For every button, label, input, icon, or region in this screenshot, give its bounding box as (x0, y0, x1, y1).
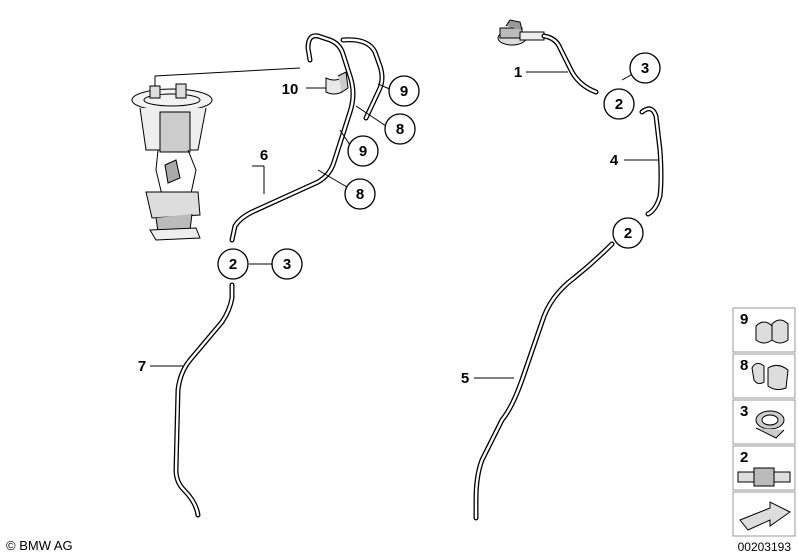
callout-3-right: 3 (629, 52, 661, 84)
document-id: 00203193 (737, 540, 791, 554)
callout-9-lower: 9 (347, 135, 379, 167)
svg-text:9: 9 (359, 143, 367, 160)
svg-text:2: 2 (624, 225, 632, 242)
leader-lines (150, 69, 658, 379)
connector-icon (737, 467, 791, 487)
clip-10 (325, 71, 349, 95)
label-1: 1 (514, 64, 522, 81)
svg-text:8: 8 (356, 186, 364, 203)
hose-4 (639, 106, 664, 217)
label-5: 5 (461, 370, 469, 387)
pump-leader (154, 67, 301, 86)
callout-8-lower: 8 (344, 178, 376, 210)
callout-2-right-lower: 2 (612, 217, 644, 249)
hose-8 (340, 37, 385, 121)
label-6: 6 (260, 147, 268, 164)
svg-text:8: 8 (740, 357, 748, 374)
label-10: 10 (282, 81, 299, 98)
valve-part-1 (497, 19, 545, 46)
legend-item-3: 3 (732, 399, 796, 445)
callout-3-left: 3 (271, 248, 303, 280)
hose-5 (473, 241, 615, 521)
copyright: © BMW AG (6, 538, 73, 553)
clip-double-icon (755, 319, 789, 344)
clip-single-icon (751, 362, 789, 391)
svg-text:2: 2 (229, 256, 237, 273)
svg-text:9: 9 (740, 311, 748, 328)
fuel-pump-assembly (131, 83, 213, 241)
svg-text:3: 3 (283, 256, 291, 273)
legend-item-8: 8 (732, 353, 796, 399)
hose-7 (173, 282, 235, 518)
legend-footer-box (732, 491, 796, 537)
legend-item-9: 9 (732, 307, 796, 353)
callout-8-upper: 8 (384, 113, 416, 145)
svg-text:8: 8 (396, 121, 404, 138)
hose-clamp-icon (755, 410, 785, 439)
label-7: 7 (138, 358, 146, 375)
callout-9-upper: 9 (388, 75, 420, 107)
svg-text:2: 2 (615, 96, 623, 113)
legend-item-2: 2 (732, 445, 796, 491)
hose-1 (541, 33, 599, 95)
callout-2-right-upper: 2 (603, 88, 635, 120)
callout-2-left: 2 (217, 248, 249, 280)
hose-6 (229, 33, 356, 243)
svg-text:3: 3 (641, 60, 649, 77)
svg-text:9: 9 (400, 83, 408, 100)
arrow-icon (739, 501, 791, 531)
svg-text:3: 3 (740, 403, 748, 420)
svg-text:2: 2 (740, 449, 748, 466)
label-4: 4 (610, 152, 619, 169)
